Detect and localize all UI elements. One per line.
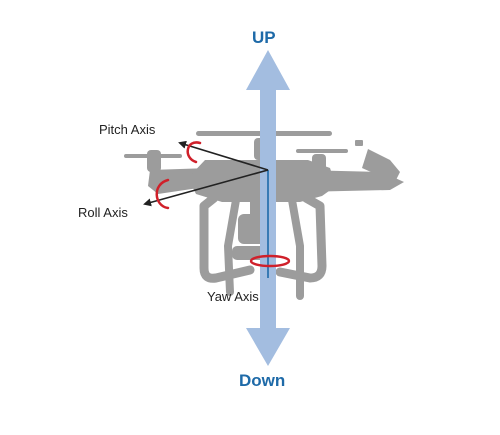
roll-axis-label: Roll Axis [78,205,128,220]
drone-icon [124,131,404,300]
roll-rotation-icon [155,178,170,210]
yaw-rotation-icon [249,254,291,268]
pitch-axis-label: Pitch Axis [99,122,156,137]
up-label: UP [252,28,276,47]
yaw-axis-label: Yaw Axis [207,289,259,304]
roll-axis-line [143,169,269,207]
down-label: Down [239,371,286,390]
pitch-axis-line [178,140,269,171]
pitch-rotation-icon [186,141,202,164]
